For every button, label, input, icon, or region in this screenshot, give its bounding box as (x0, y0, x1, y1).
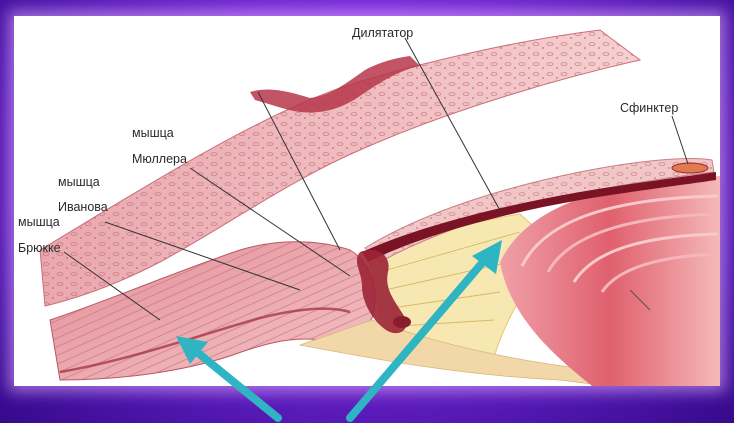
label-sphincter: Сфинктер (620, 101, 678, 115)
label-muller-line2: Мюллера (132, 152, 187, 166)
label-brucke-line2: Брюкке (18, 241, 61, 255)
label-brucke-line1: мышца (18, 215, 60, 229)
sphincter-leader (672, 116, 688, 164)
label-dilatator: Дилятатор (352, 26, 413, 40)
label-muller-line1: мышца (132, 126, 174, 140)
schlemm-canal (393, 316, 411, 328)
label-ivanov-line2: Иванова (58, 200, 108, 214)
label-ivanov-line1: мышца (58, 175, 100, 189)
